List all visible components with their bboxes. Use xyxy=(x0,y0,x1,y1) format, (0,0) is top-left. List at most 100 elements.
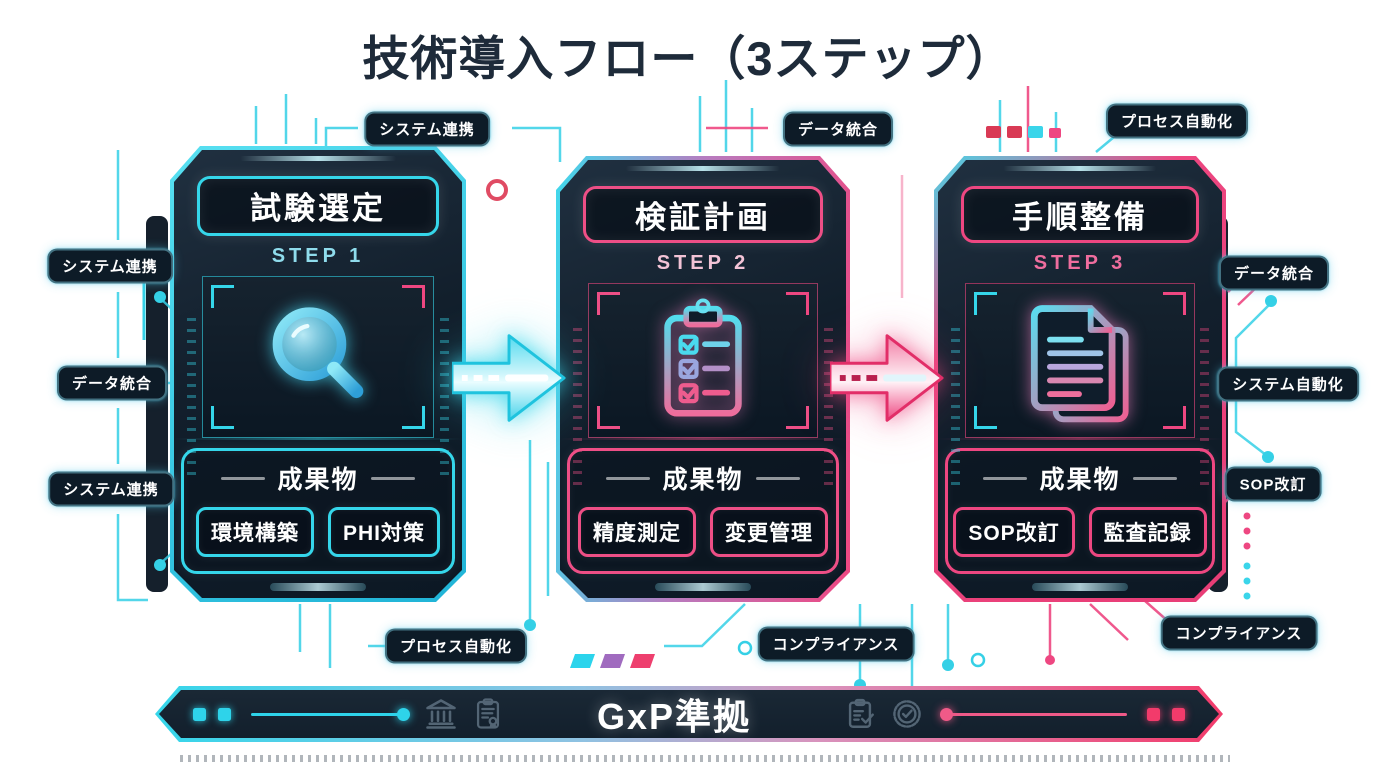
deliverable-badge: 変更管理 xyxy=(710,507,828,557)
step-name: 手順整備 xyxy=(1012,200,1148,236)
step-panel-2: 検証計画 STEP 2 xyxy=(556,156,850,602)
corner-bracket xyxy=(974,406,997,429)
label-process-automation-bottom: プロセス自動化 xyxy=(384,628,528,664)
step-title-plate: 検証計画 xyxy=(583,186,824,243)
deliverables-heading: 成果物 xyxy=(580,460,826,496)
corner-bracket xyxy=(786,292,809,315)
tick-column xyxy=(440,318,449,478)
corner-bracket xyxy=(402,406,425,429)
deliverable-badge: 環境構築 xyxy=(196,507,314,557)
tick-column xyxy=(951,328,960,488)
deliverables-title: 成果物 xyxy=(662,466,744,494)
panel-vent xyxy=(270,583,366,591)
icon-screen xyxy=(965,283,1194,438)
label-system-integration-left1: システム連携 xyxy=(47,248,173,284)
corner-bracket xyxy=(597,292,620,315)
pink-square-decoration xyxy=(1172,708,1185,721)
label-sop-revision-right: SOP改訂 xyxy=(1224,466,1322,502)
deliverables-title: 成果物 xyxy=(277,466,359,494)
corner-bracket xyxy=(211,406,234,429)
pink-square-decoration xyxy=(1147,708,1160,721)
heading-line xyxy=(983,477,1027,480)
documents-icon xyxy=(1016,293,1144,429)
deliverable-badge: SOP改訂 xyxy=(953,507,1074,557)
step-number-label: STEP 2 xyxy=(656,252,750,275)
micro-text-strip xyxy=(180,755,1230,762)
flow-arrow-step1-step2 xyxy=(452,334,566,422)
cyan-square-decoration xyxy=(218,708,231,721)
step-number-label: STEP 1 xyxy=(271,244,365,267)
page-title: 技術導入フロー（3ステップ） xyxy=(362,32,1014,85)
pink-trace-line xyxy=(951,713,1127,716)
deliverables-box: 成果物 SOP改訂 監査記録 xyxy=(945,448,1215,574)
flow-arrow-step2-step3 xyxy=(830,334,944,422)
footer-bar: GxP準拠 xyxy=(155,686,1223,742)
corner-bracket xyxy=(1163,292,1186,315)
heading-line xyxy=(756,477,800,480)
panel-top-light xyxy=(240,156,396,161)
step-name: 検証計画 xyxy=(634,200,771,236)
step-panel-2-body: 検証計画 STEP 2 xyxy=(560,160,846,598)
tick-column xyxy=(187,318,196,478)
label-data-integration-right: データ統合 xyxy=(1218,255,1330,291)
corner-bracket xyxy=(211,285,234,308)
label-compliance-bottom2: コンプライアンス xyxy=(1160,615,1318,651)
deliverable-badge: PHI対策 xyxy=(328,507,440,557)
dash-decoration xyxy=(570,126,1061,668)
bank-icon xyxy=(423,696,459,732)
magnifier-icon xyxy=(254,293,382,421)
step-title-plate: 手順整備 xyxy=(961,186,1200,243)
panel-divider xyxy=(174,438,462,440)
label-system-automation-right: システム自動化 xyxy=(1217,366,1359,402)
deliverables-title: 成果物 xyxy=(1039,466,1121,494)
ring-decoration xyxy=(486,179,508,201)
panel-divider xyxy=(560,438,846,440)
clipboard-check-icon xyxy=(843,696,877,732)
label-system-integration-top: システム連携 xyxy=(364,111,490,147)
tick-column xyxy=(824,328,833,488)
cyan-square-decoration xyxy=(193,708,206,721)
deliverables-box: 成果物 精度測定 変更管理 xyxy=(567,448,839,574)
panel-top-light xyxy=(626,166,780,171)
deliverables-heading: 成果物 xyxy=(958,460,1202,496)
deliverable-badge: 精度測定 xyxy=(578,507,696,557)
tick-column xyxy=(1200,328,1209,488)
step-panel-3-body: 手順整備 STEP 3 xyxy=(938,160,1222,598)
step-number-label: STEP 3 xyxy=(1033,252,1127,275)
step-panel-3: 手順整備 STEP 3 xyxy=(934,156,1226,602)
icon-screen xyxy=(202,276,434,439)
panel-divider xyxy=(938,438,1222,440)
certificate-icon xyxy=(471,696,505,732)
label-compliance-bottom1: コンプライアンス xyxy=(757,626,915,662)
step-panel-1-body: 試験選定 STEP 1 xyxy=(174,150,462,598)
seal-check-icon xyxy=(889,696,925,732)
corner-bracket xyxy=(974,292,997,315)
corner-bracket xyxy=(597,406,620,429)
label-process-automation-top: プロセス自動化 xyxy=(1105,103,1249,139)
checklist-clipboard-icon xyxy=(647,293,759,429)
deliverables-box: 成果物 環境構築 PHI対策 xyxy=(181,448,455,574)
panel-top-light xyxy=(1003,166,1156,171)
icon-screen xyxy=(588,283,819,438)
step-panel-1: 試験選定 STEP 1 xyxy=(170,146,466,602)
step-name: 試験選定 xyxy=(250,191,386,227)
label-data-integration-left: データ統合 xyxy=(56,365,168,401)
deliverables-heading: 成果物 xyxy=(194,460,442,496)
heading-line xyxy=(371,477,415,480)
corner-bracket xyxy=(786,406,809,429)
cyan-trace-line xyxy=(251,713,399,716)
footer-title: GxP準拠 xyxy=(596,696,752,737)
label-system-integration-left2: システム連携 xyxy=(48,471,174,507)
heading-line xyxy=(1133,477,1177,480)
panel-vent xyxy=(1032,583,1128,591)
footer-bar-inner: GxP準拠 xyxy=(159,690,1219,738)
step-title-plate: 試験選定 xyxy=(197,176,439,236)
corner-bracket xyxy=(402,285,425,308)
heading-line xyxy=(221,477,265,480)
heading-line xyxy=(606,477,650,480)
panel-vent xyxy=(655,583,751,591)
corner-bracket xyxy=(1163,406,1186,429)
label-data-integration-top: データ統合 xyxy=(782,111,894,147)
deliverable-badge: 監査記録 xyxy=(1089,507,1207,557)
